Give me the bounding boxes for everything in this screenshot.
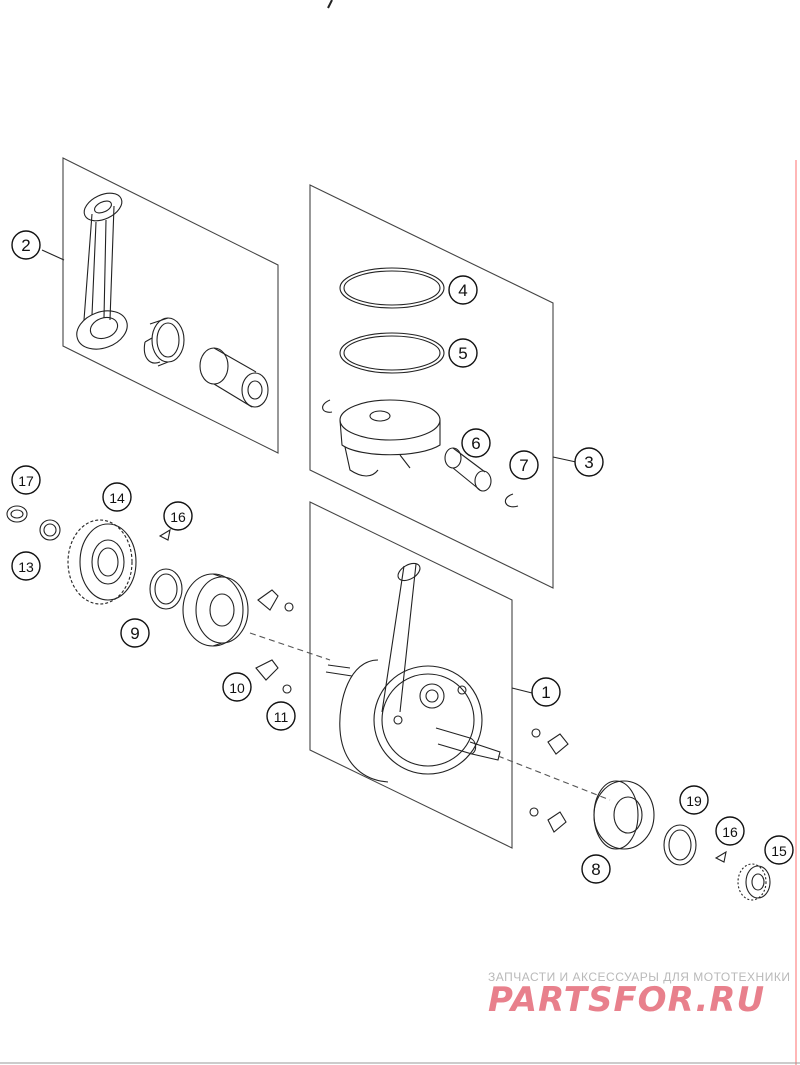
callout-label: 6 <box>471 434 480 453</box>
callout-label: 15 <box>771 843 787 859</box>
callout-11: 11 <box>266 701 296 731</box>
callout-circle <box>531 677 561 707</box>
callout-circle <box>11 465 41 495</box>
callout-label: 14 <box>109 490 125 506</box>
callout-17: 17 <box>11 465 41 495</box>
callout-10: 10 <box>222 672 252 702</box>
axis-left <box>249 632 331 661</box>
callout-label: 9 <box>130 624 139 643</box>
ring-17-part <box>6 505 28 523</box>
callout-15: 15 <box>764 835 794 865</box>
callout-label: 2 <box>21 236 30 255</box>
screw-right-top-part <box>531 728 541 738</box>
callout-circle <box>461 428 491 458</box>
ring-5-part <box>339 332 445 374</box>
bearing-9-part <box>182 573 249 647</box>
bearing-8-part <box>593 780 655 850</box>
leader-3 <box>552 456 577 463</box>
leader-1 <box>511 687 533 694</box>
callout-circle <box>11 551 41 581</box>
callout-6: 6 <box>461 428 491 458</box>
callout-circle <box>509 450 539 480</box>
conrod-part <box>76 192 128 350</box>
callout-8: 8 <box>581 854 611 884</box>
weight-right-top-part <box>547 733 569 755</box>
callout-circle <box>574 447 604 477</box>
callout-circle <box>448 338 478 368</box>
callout-label: 13 <box>18 559 34 575</box>
leader-2 <box>41 249 65 261</box>
callout-label: 16 <box>170 509 186 525</box>
callout-label: 19 <box>686 793 702 809</box>
watermark-tagline: ЗАПЧАСТИ И АКСЕССУАРЫ ДЛЯ МОТОТЕХНИКИ <box>488 970 791 984</box>
callout-circle <box>11 230 41 260</box>
ring-4-part <box>339 267 445 309</box>
screw-right-part <box>529 807 539 817</box>
callouts-layer: 1 2 3 4 5 6 7 8 9 10 11 13 14 15 16 16 17 19 <box>11 230 794 884</box>
callout-7: 7 <box>509 450 539 480</box>
screw-11-part <box>282 684 292 694</box>
callout-circle <box>715 816 745 846</box>
weight-10-part <box>255 659 279 681</box>
callout-19: 19 <box>679 785 709 815</box>
crankshaft-panel <box>309 501 513 849</box>
screw-11-top-part <box>284 602 294 612</box>
callout-2: 2 <box>11 230 41 260</box>
callout-circle <box>448 275 478 305</box>
key-16-right-part <box>714 850 727 863</box>
callout-1: 1 <box>531 677 561 707</box>
callout-label: 4 <box>458 281 467 300</box>
callout-3: 3 <box>574 447 604 477</box>
callout-label: 10 <box>229 680 245 696</box>
crankshaft-part <box>325 562 501 783</box>
callout-circle <box>163 501 193 531</box>
callout-circle <box>266 701 296 731</box>
watermark-logo: PARTSFOR.RU <box>488 980 766 1020</box>
callout-circle <box>102 482 132 512</box>
circlip-right-part <box>504 493 519 508</box>
callout-4: 4 <box>448 275 478 305</box>
weight-right-part <box>547 811 567 833</box>
circlip-left-part <box>322 399 333 413</box>
small-end-bushing-part <box>143 317 185 367</box>
callout-label: 8 <box>591 860 600 879</box>
callout-16b: 16 <box>715 816 745 846</box>
callout-label: 7 <box>519 456 528 475</box>
callout-label: 16 <box>722 824 738 840</box>
callout-label: 11 <box>274 709 289 725</box>
spacer-13-part <box>39 519 61 541</box>
gear-15-part <box>737 863 771 901</box>
callout-13: 13 <box>11 551 41 581</box>
callout-5: 5 <box>448 338 478 368</box>
callout-16a: 16 <box>163 501 193 531</box>
gear-14-part <box>67 519 137 605</box>
axis-right <box>497 755 611 801</box>
callout-circle <box>764 835 794 865</box>
callout-label: 3 <box>584 453 593 472</box>
callout-label: 1 <box>541 683 550 702</box>
callout-circle <box>222 672 252 702</box>
top-edge-mark <box>327 0 333 9</box>
callout-label: 5 <box>458 344 467 363</box>
seal-19-part <box>663 824 697 866</box>
key-16-left-part <box>158 528 171 541</box>
callout-14: 14 <box>102 482 132 512</box>
conrod-panel <box>62 157 279 454</box>
piston-part <box>339 399 441 477</box>
callout-circle <box>581 854 611 884</box>
seal-9-part <box>149 568 183 610</box>
piston-pin-part <box>199 347 269 408</box>
piston-pin-6-part <box>444 447 492 492</box>
weight-10-top-part <box>257 589 279 611</box>
callout-9: 9 <box>120 618 150 648</box>
piston-panel <box>309 184 554 589</box>
callout-circle <box>120 618 150 648</box>
callout-label: 17 <box>18 473 34 489</box>
callout-circle <box>679 785 709 815</box>
